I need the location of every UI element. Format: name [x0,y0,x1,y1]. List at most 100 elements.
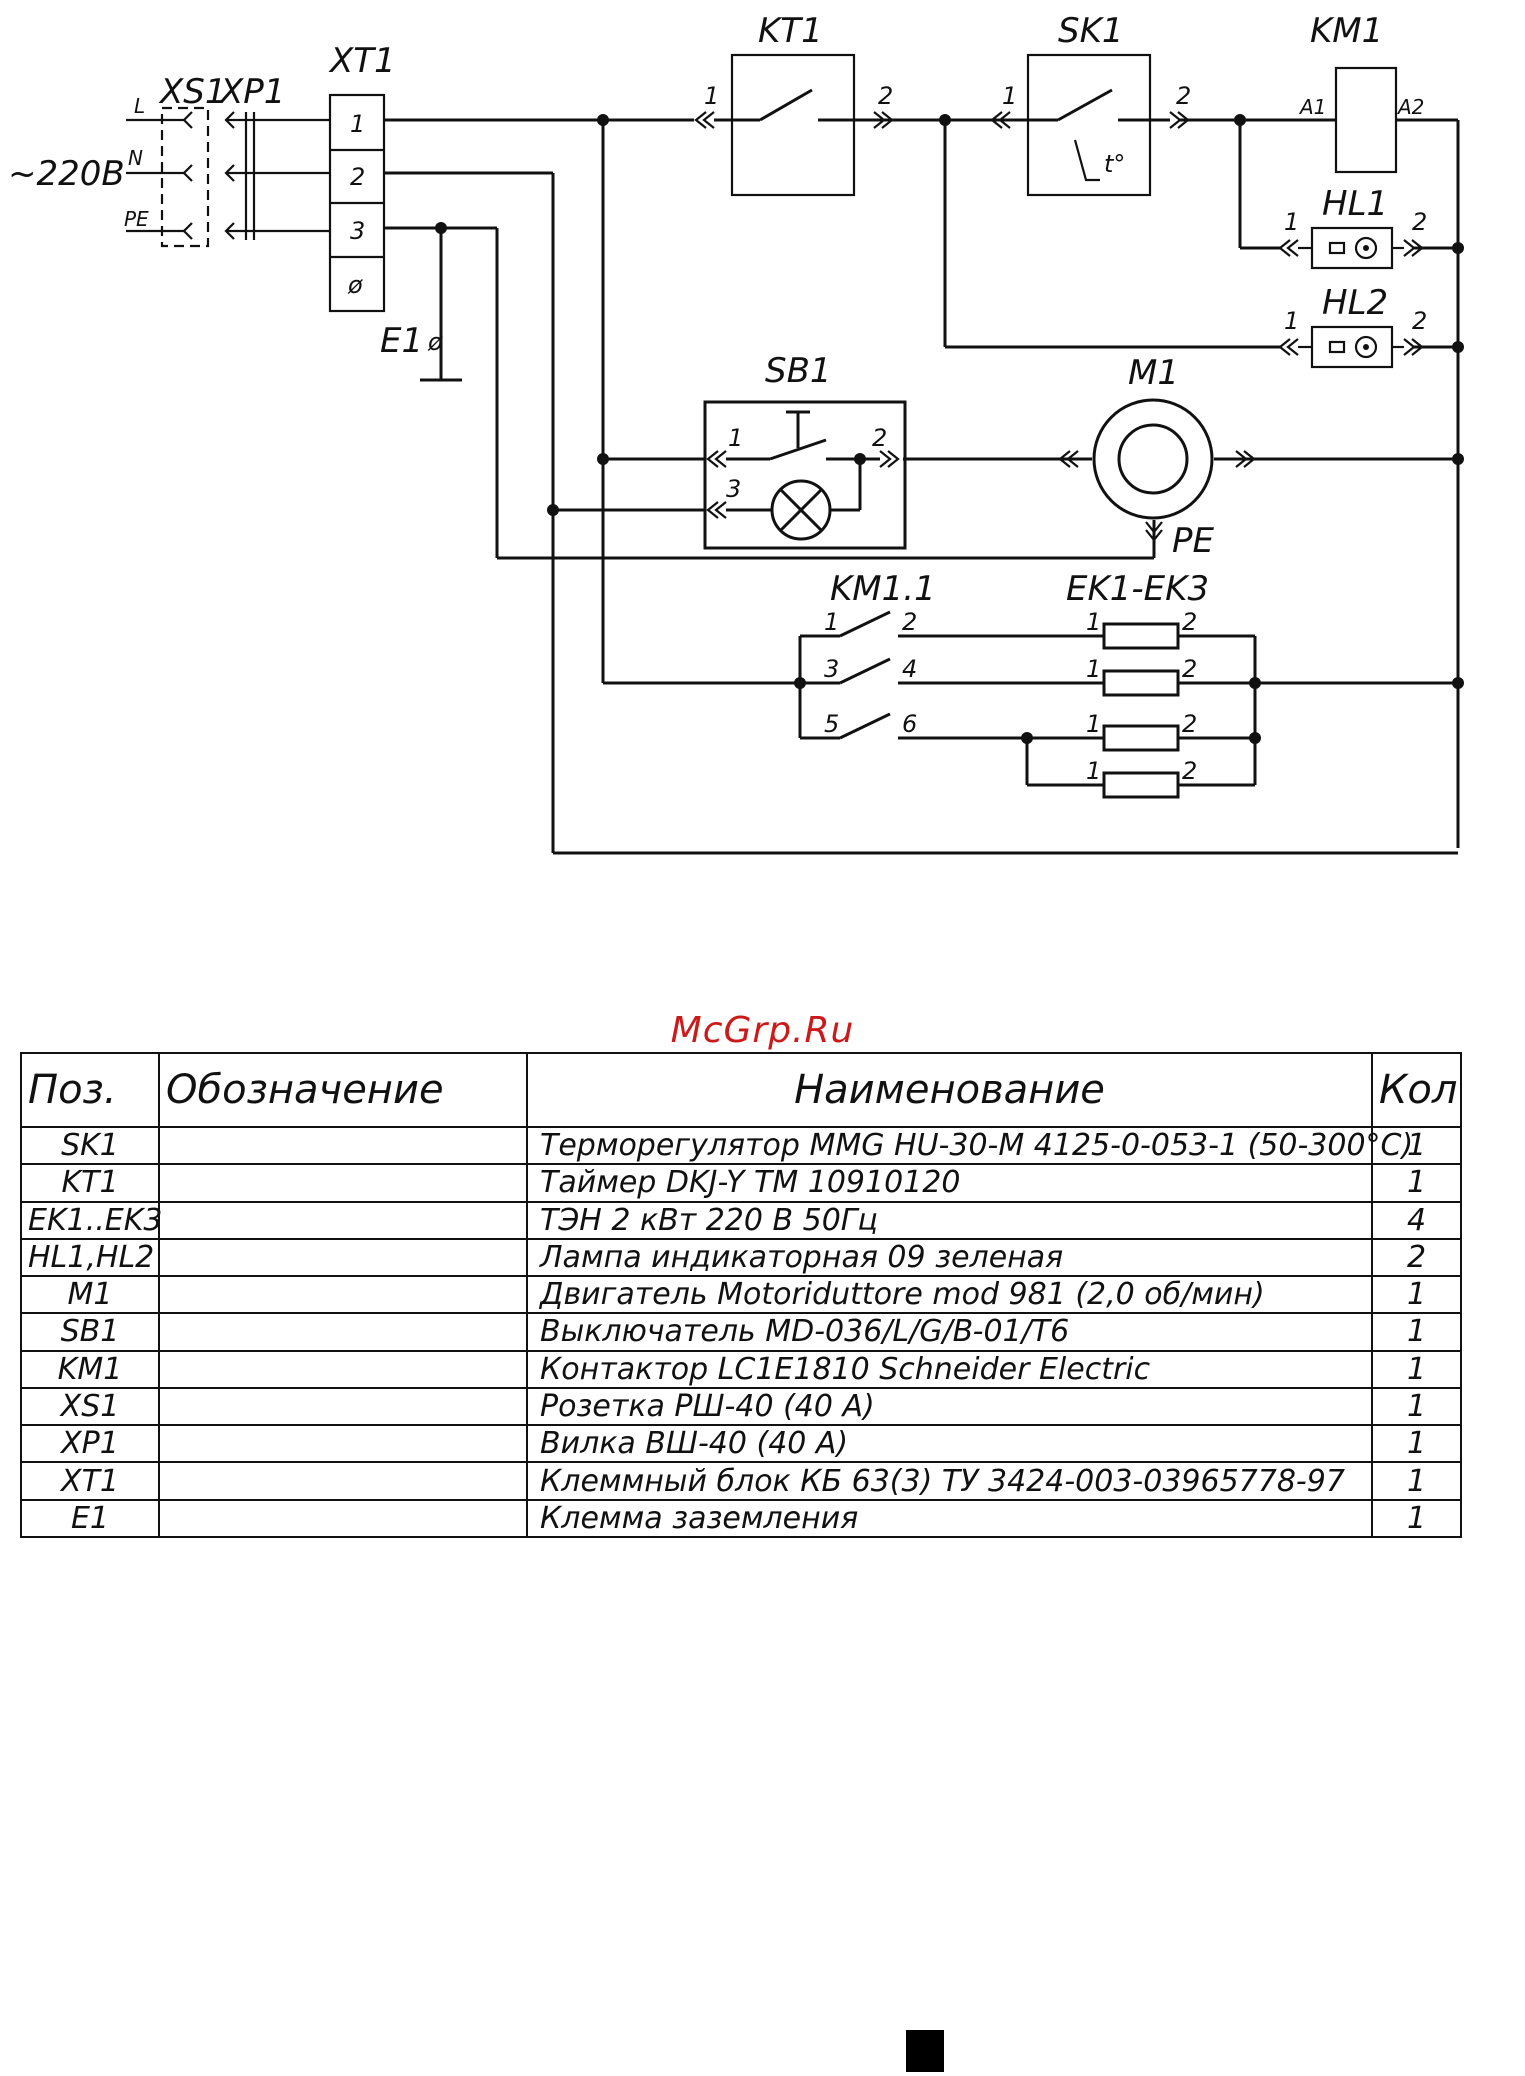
ground-clamp-symbol: ø [427,328,443,356]
cell-pos: EK1..EK3 [20,1200,163,1240]
cell-pos: KM1 [20,1349,160,1389]
coil-a2-label: A2 [1396,95,1424,119]
cell-name: Двигатель Motoriduttore mod 981 (2,0 об/… [526,1275,1373,1315]
table-row: HL1,HL2 Лампа индикаторная 09 зеленая 2 [20,1237,1462,1278]
thermostat-pin-2: 2 [1176,82,1191,110]
cell-pos: XT1 [20,1461,160,1501]
cell-name: Вилка ВШ-40 (40 А) [526,1424,1373,1464]
cell-pos: SK1 [20,1125,160,1166]
lamp2-pin-2: 2 [1412,307,1427,335]
cell-qty: 2 [1371,1237,1462,1278]
timer-pin-2: 2 [878,82,893,110]
cell-designation [158,1312,528,1352]
thermostat-pin-1: 1 [1002,82,1017,110]
cell-pos: KT1 [20,1163,160,1203]
cell-qty: 1 [1371,1275,1462,1315]
cell-qty: 1 [1371,1312,1462,1352]
contact-pin-6: 6 [902,710,917,738]
cell-qty: 1 [1371,1461,1462,1501]
contact-pin-3: 3 [824,655,839,683]
cell-designation [158,1163,528,1203]
socket-label: XS1 [158,72,227,112]
cell-qty: 1 [1371,1349,1462,1389]
cell-pos: SB1 [20,1312,160,1352]
ground-clamp-label: E1 [380,321,423,361]
contactor-label: KM1 [1310,11,1383,51]
contact-pin-1: 1 [824,608,839,636]
switch-pin-2: 2 [872,424,887,452]
cell-qty: 1 [1371,1498,1462,1539]
cell-pos: HL1,HL2 [20,1237,160,1278]
lamp1-pin-1: 1 [1284,208,1299,236]
table-row: E1 Клемма заземления 1 [20,1498,1462,1539]
cell-designation [158,1237,528,1278]
table-row: KT1 Таймер DKJ-Y TM 10910120 1 [20,1163,1462,1203]
header-qty: Кол [1371,1052,1462,1128]
neutral-label: N [128,146,143,170]
cell-name: Терморегулятор MMG HU-30-M 4125-0-053-1 … [526,1125,1413,1166]
heater3-pin-2: 2 [1182,710,1197,738]
cell-pos: M1 [20,1275,160,1315]
switch-pin-3: 3 [726,475,741,503]
heater4-pin-1: 1 [1086,757,1101,785]
switch-label: SB1 [765,351,832,391]
motor-label: M1 [1128,353,1179,393]
cell-designation [158,1275,528,1315]
header-designation: Обозначение [158,1052,528,1128]
contacts-label: KM1.1 [830,569,936,609]
cell-designation [158,1386,528,1427]
table-row: EK1..EK3 ТЭН 2 кВт 220 В 50Гц 4 [20,1200,1462,1240]
header-name: Наименование [526,1052,1373,1128]
switch-symbol [703,400,907,550]
spec-table: Поз. Обозначение Наименование Кол SK1 Те… [20,1052,1462,1539]
page-marker-block [906,2030,944,2072]
header-pos: Поз. [20,1052,160,1128]
supply-label: ~220В [8,154,125,194]
coil-a1-label: A1 [1298,95,1326,119]
cell-name: Таймер DKJ-Y TM 10910120 [526,1163,1373,1203]
contactor-coil [1334,66,1398,174]
cell-qty: 1 [1371,1386,1462,1427]
cell-designation [158,1200,528,1240]
cell-qty: 1 [1371,1125,1462,1166]
lamp2-symbol [1278,325,1424,369]
table-row: M1 Двигатель Motoriduttore mod 981 (2,0 … [20,1275,1462,1315]
heaters-symbol [1102,622,1180,799]
cell-name: Выключатель MD-036/L/G/B-01/T6 [526,1312,1373,1352]
timer-symbol [694,53,894,197]
heater1-pin-1: 1 [1086,608,1101,636]
contact-pin-2: 2 [902,608,917,636]
thermostat-t-symbol: t° [1104,150,1125,178]
heater2-pin-1: 1 [1086,655,1101,683]
table-row: XT1 Клеммный блок КБ 63(3) ТУ 3424-003-0… [20,1461,1462,1501]
lamp2-label: HL2 [1322,283,1388,323]
table-row: SK1 Терморегулятор MMG HU-30-M 4125-0-05… [20,1125,1462,1166]
cell-name: Клемма заземления [526,1498,1373,1539]
timer-label: KT1 [758,11,823,51]
cell-name: Лампа индикаторная 09 зеленая [526,1237,1373,1278]
terminal-3-label: 3 [350,217,365,245]
cell-designation [158,1349,528,1389]
lamp1-symbol [1278,226,1424,270]
cell-name: Клеммный блок КБ 63(3) ТУ 3424-003-03965… [526,1461,1373,1501]
cell-name: Розетка РШ-40 (40 А) [526,1386,1373,1427]
cell-name: ТЭН 2 кВт 220 В 50Гц [526,1200,1373,1240]
motor-symbol [1058,398,1256,542]
heater1-pin-2: 2 [1182,608,1197,636]
wiring-diagram: ~220В L N PE XS1 XP1 XT1 1 2 3 ø E1 ø [8,11,1464,855]
cell-qty: 1 [1371,1424,1462,1464]
plug-label: XP1 [218,72,285,112]
cell-name: Контактор LC1E1810 Schneider Electric [526,1349,1373,1389]
terminal-2-label: 2 [350,163,365,191]
cell-pos: XS1 [20,1386,160,1427]
heater4-pin-2: 2 [1182,757,1197,785]
earth-label: PE [124,207,149,231]
contact-pin-4: 4 [902,655,917,683]
heaters-label: EK1-EK3 [1066,569,1209,609]
terminal-ground-label: ø [347,271,363,299]
table-row: SB1 Выключатель MD-036/L/G/B-01/T6 1 [20,1312,1462,1352]
terminal-block [328,93,386,313]
lamp1-label: HL1 [1322,184,1388,224]
contact-pin-5: 5 [824,710,839,738]
watermark: McGrp.Ru [670,1010,855,1051]
